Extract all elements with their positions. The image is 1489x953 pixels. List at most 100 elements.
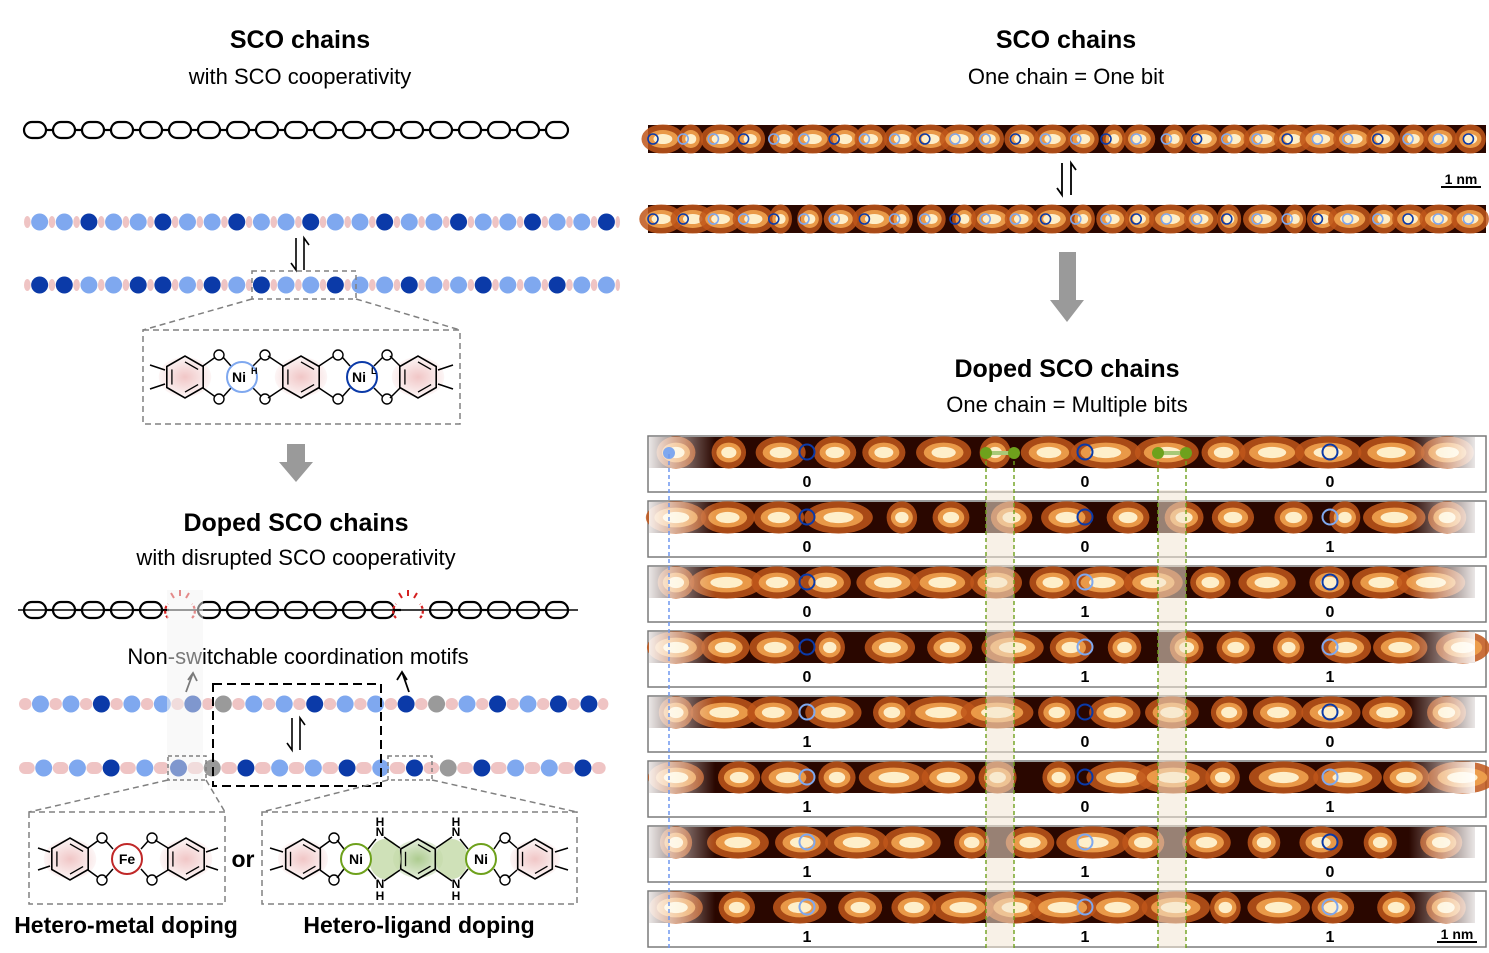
ligand-segment bbox=[344, 279, 351, 291]
site-marker bbox=[1402, 213, 1414, 225]
bit-value: 1 bbox=[803, 799, 812, 816]
ligand-segment bbox=[52, 762, 69, 774]
scale-bar-bottom-label: 1 nm bbox=[1441, 926, 1474, 942]
ligand-segment bbox=[506, 698, 519, 710]
bond bbox=[507, 869, 518, 879]
ligand-segment bbox=[295, 279, 302, 291]
ligand-segment bbox=[221, 216, 228, 228]
double-bond bbox=[417, 865, 431, 874]
ligand-segment bbox=[245, 216, 253, 228]
bond bbox=[269, 865, 284, 871]
equilibrium-arrow-doped bbox=[286, 715, 306, 753]
metal-site bbox=[105, 276, 123, 294]
chain-link bbox=[486, 120, 512, 140]
stm-fade bbox=[649, 437, 1475, 468]
stm-feature bbox=[1223, 213, 1235, 225]
metal-site bbox=[450, 213, 468, 231]
dopant-box-left bbox=[167, 755, 207, 781]
bit-value: 1 bbox=[803, 929, 812, 946]
zoom-lines bbox=[142, 298, 461, 331]
ligand-segment bbox=[356, 762, 372, 774]
site-marker bbox=[1039, 133, 1052, 145]
ring-shade bbox=[278, 840, 328, 878]
hydrogen-label: H bbox=[376, 889, 385, 903]
double-bond bbox=[417, 361, 432, 371]
metal-site bbox=[302, 213, 320, 231]
stm-feature bbox=[711, 213, 730, 225]
bit-value: 1 bbox=[1081, 669, 1090, 686]
ligand-segment bbox=[591, 762, 606, 774]
oxygen-atom bbox=[499, 832, 511, 844]
site-marker bbox=[1462, 133, 1475, 145]
left-doped-title: Doped SCO chains bbox=[183, 509, 409, 537]
dopant-column bbox=[986, 490, 1014, 948]
metal-site bbox=[154, 213, 172, 231]
metal-site bbox=[540, 759, 558, 777]
bond bbox=[336, 839, 345, 850]
site-marker bbox=[828, 213, 841, 225]
bit-marker bbox=[1321, 703, 1339, 721]
stm-feature bbox=[833, 213, 849, 225]
metal-site bbox=[302, 276, 320, 294]
stm-feature bbox=[1311, 133, 1331, 145]
ligand-segment bbox=[147, 279, 154, 291]
stm-feature bbox=[1402, 213, 1418, 225]
ligand-segment bbox=[566, 279, 573, 291]
ligand-segment bbox=[615, 279, 621, 291]
bond bbox=[104, 868, 114, 879]
ligand-segment bbox=[415, 698, 428, 710]
metal-site bbox=[68, 759, 86, 777]
stm-feature bbox=[863, 133, 878, 145]
metal-center bbox=[346, 361, 378, 393]
site-marker bbox=[1281, 133, 1293, 145]
scale-bar-top-label: 1 nm bbox=[1445, 171, 1478, 187]
ligand-segment bbox=[476, 698, 489, 710]
ligand-segment bbox=[558, 762, 574, 774]
site-marker bbox=[858, 133, 871, 145]
ligand-segment bbox=[319, 216, 327, 228]
metal-site bbox=[338, 759, 356, 777]
nitrogen-label: N bbox=[452, 877, 461, 891]
stm-feature bbox=[1461, 213, 1479, 225]
stm-feature bbox=[982, 213, 1002, 225]
double-bond bbox=[417, 844, 431, 853]
double-bond bbox=[534, 865, 548, 874]
metal-site bbox=[178, 213, 196, 231]
ligand-segment bbox=[196, 216, 204, 228]
hetero-metal-box: Fe bbox=[28, 811, 226, 905]
ligand-segment bbox=[245, 279, 253, 291]
ligand-segment bbox=[19, 698, 32, 710]
bit-value: 0 bbox=[803, 604, 812, 621]
ligand-segment bbox=[344, 216, 351, 228]
bond bbox=[222, 356, 232, 367]
site-marker bbox=[1190, 213, 1203, 225]
spin-label: H bbox=[251, 366, 258, 376]
oxygen-atom bbox=[499, 874, 511, 886]
bit-marker bbox=[1321, 508, 1339, 526]
metal-label: Ni bbox=[352, 369, 366, 385]
stm-feature bbox=[958, 213, 970, 225]
stm-feature bbox=[893, 133, 910, 145]
stm-feature bbox=[1014, 133, 1030, 145]
ligand-segment bbox=[153, 762, 170, 774]
ligand-segment bbox=[270, 279, 278, 291]
dopant-guides bbox=[980, 447, 1192, 948]
ligand-segment bbox=[97, 279, 105, 291]
ring-shade bbox=[158, 357, 212, 397]
stm-feature bbox=[1463, 133, 1478, 145]
chain-link bbox=[22, 120, 48, 140]
bond bbox=[149, 383, 166, 390]
ligand-segment bbox=[48, 279, 56, 291]
oxygen-atom bbox=[146, 874, 158, 886]
benzene-ring bbox=[166, 355, 204, 399]
bit-marker bbox=[1076, 833, 1094, 851]
site-marker bbox=[1130, 213, 1142, 225]
dopant-guide-left bbox=[167, 590, 203, 790]
ligand-segment bbox=[418, 279, 425, 291]
chain-link bbox=[254, 120, 280, 140]
metal-site bbox=[237, 759, 255, 777]
bit-value: 1 bbox=[1081, 864, 1090, 881]
chain-link bbox=[138, 120, 164, 140]
